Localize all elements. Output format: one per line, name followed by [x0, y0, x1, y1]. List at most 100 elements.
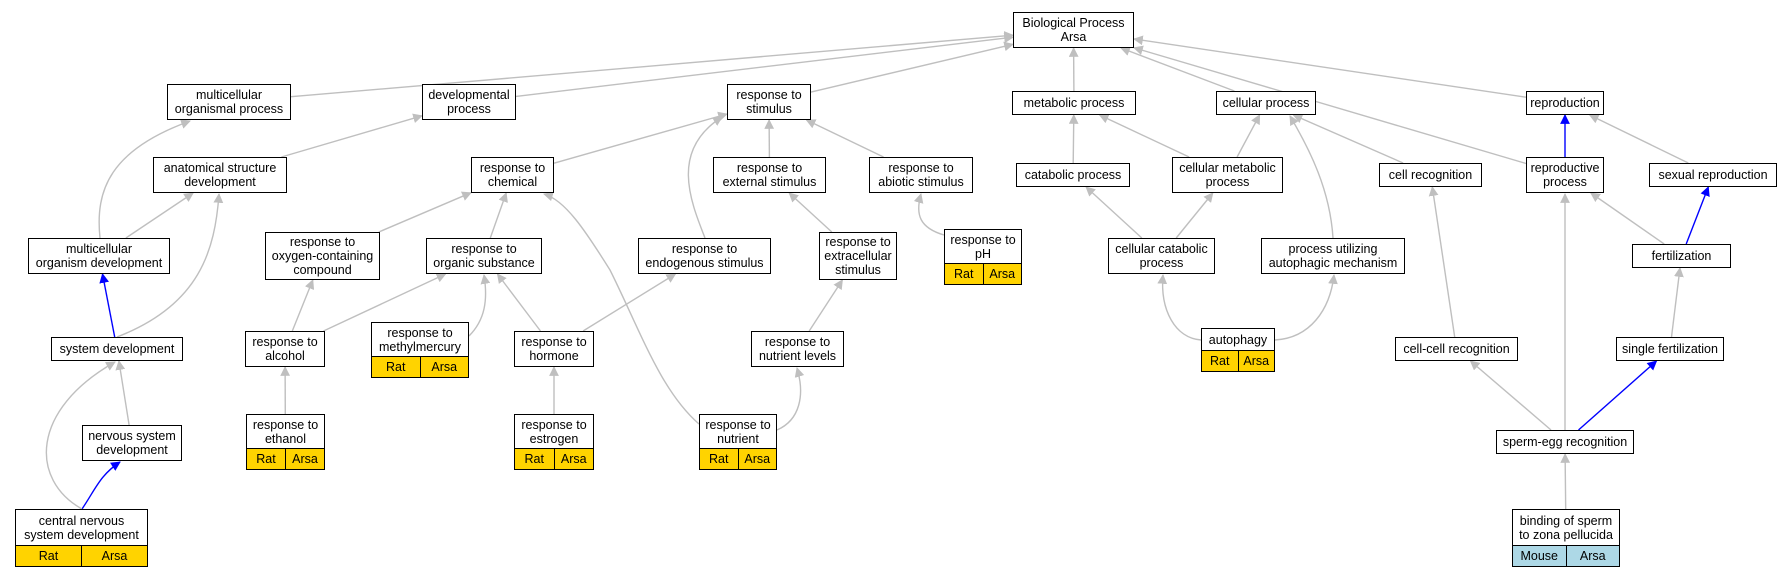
node-label: fertilization: [1633, 245, 1730, 267]
edge-ccp-to-cat: [1085, 186, 1143, 239]
edge-fer-to-sxr: [1685, 186, 1710, 245]
edge-rens-to-rts: [687, 116, 723, 239]
node-label-line: process: [1543, 175, 1587, 189]
node-label-line: alcohol: [265, 349, 305, 363]
node-ser[interactable]: sperm-egg recognition: [1496, 430, 1634, 454]
node-label-line: external stimulus: [722, 175, 817, 189]
edge-crec-to-cel: [1292, 114, 1404, 164]
node-label-line: organismal process: [174, 102, 284, 116]
node-label-line: cell recognition: [1388, 168, 1473, 182]
node-label-line: sexual reproduction: [1658, 168, 1768, 182]
node-label-line: Arsa: [1060, 30, 1087, 44]
node-sfe[interactable]: single fertilization: [1616, 337, 1724, 361]
edge-ccp-to-cmp: [1175, 192, 1214, 239]
edge-asd-to-dev: [281, 113, 423, 158]
node-label: metabolic process: [1013, 92, 1135, 114]
edge-sfe-to-fer: [1670, 267, 1684, 338]
edge-ser-to-sfe: [1578, 360, 1658, 431]
node-label-line: response to: [671, 242, 738, 256]
node-label-line: to zona pellucida: [1519, 527, 1613, 542]
node-rep[interactable]: reproduction: [1526, 91, 1604, 115]
node-label-line: pH: [975, 246, 991, 261]
node-label-line: cellular catabolic: [1115, 242, 1208, 256]
node-label-line: autophagic mechanism: [1268, 256, 1398, 270]
node-label-line: binding of sperm: [1519, 513, 1613, 528]
node-label-line: multicellular: [66, 242, 132, 256]
node-label-line: cellular process: [1222, 96, 1310, 110]
node-cel[interactable]: cellular process: [1216, 91, 1316, 115]
node-label-line: response to: [479, 161, 546, 175]
node-met[interactable]: metabolic process: [1012, 91, 1136, 115]
node-crec[interactable]: cell recognition: [1379, 163, 1482, 187]
node-cat[interactable]: catabolic process: [1016, 163, 1130, 187]
edge-mod-to-asd: [125, 192, 194, 239]
node-label-line: system development: [59, 342, 175, 356]
edge-rexs-to-res: [788, 192, 833, 233]
node-sxr[interactable]: sexual reproduction: [1649, 163, 1777, 187]
node-ccr[interactable]: cell-cell recognition: [1395, 337, 1518, 361]
node-fer[interactable]: fertilization: [1632, 244, 1731, 268]
node-label: reproduction: [1527, 92, 1603, 114]
node-label-line: multicellular: [196, 88, 262, 102]
node-label-line: nutrient: [717, 431, 759, 446]
node-label: single fertilization: [1617, 338, 1723, 360]
edge-ser-to-ccr: [1469, 360, 1552, 431]
node-label-line: response to: [736, 161, 803, 175]
node-label-line: hormone: [529, 349, 579, 363]
node-label: sperm-egg recognition: [1497, 431, 1633, 453]
edge-aut-to-ccp: [1157, 274, 1202, 341]
node-sysd[interactable]: system development: [51, 337, 183, 361]
node-label-line: extracellular: [824, 249, 892, 263]
edge-ras-to-rts: [805, 119, 884, 158]
node-label-line: central nervous: [38, 513, 125, 528]
edge-rho-to-ros: [496, 273, 542, 332]
edge-ccr-to-crec: [1428, 186, 1456, 338]
